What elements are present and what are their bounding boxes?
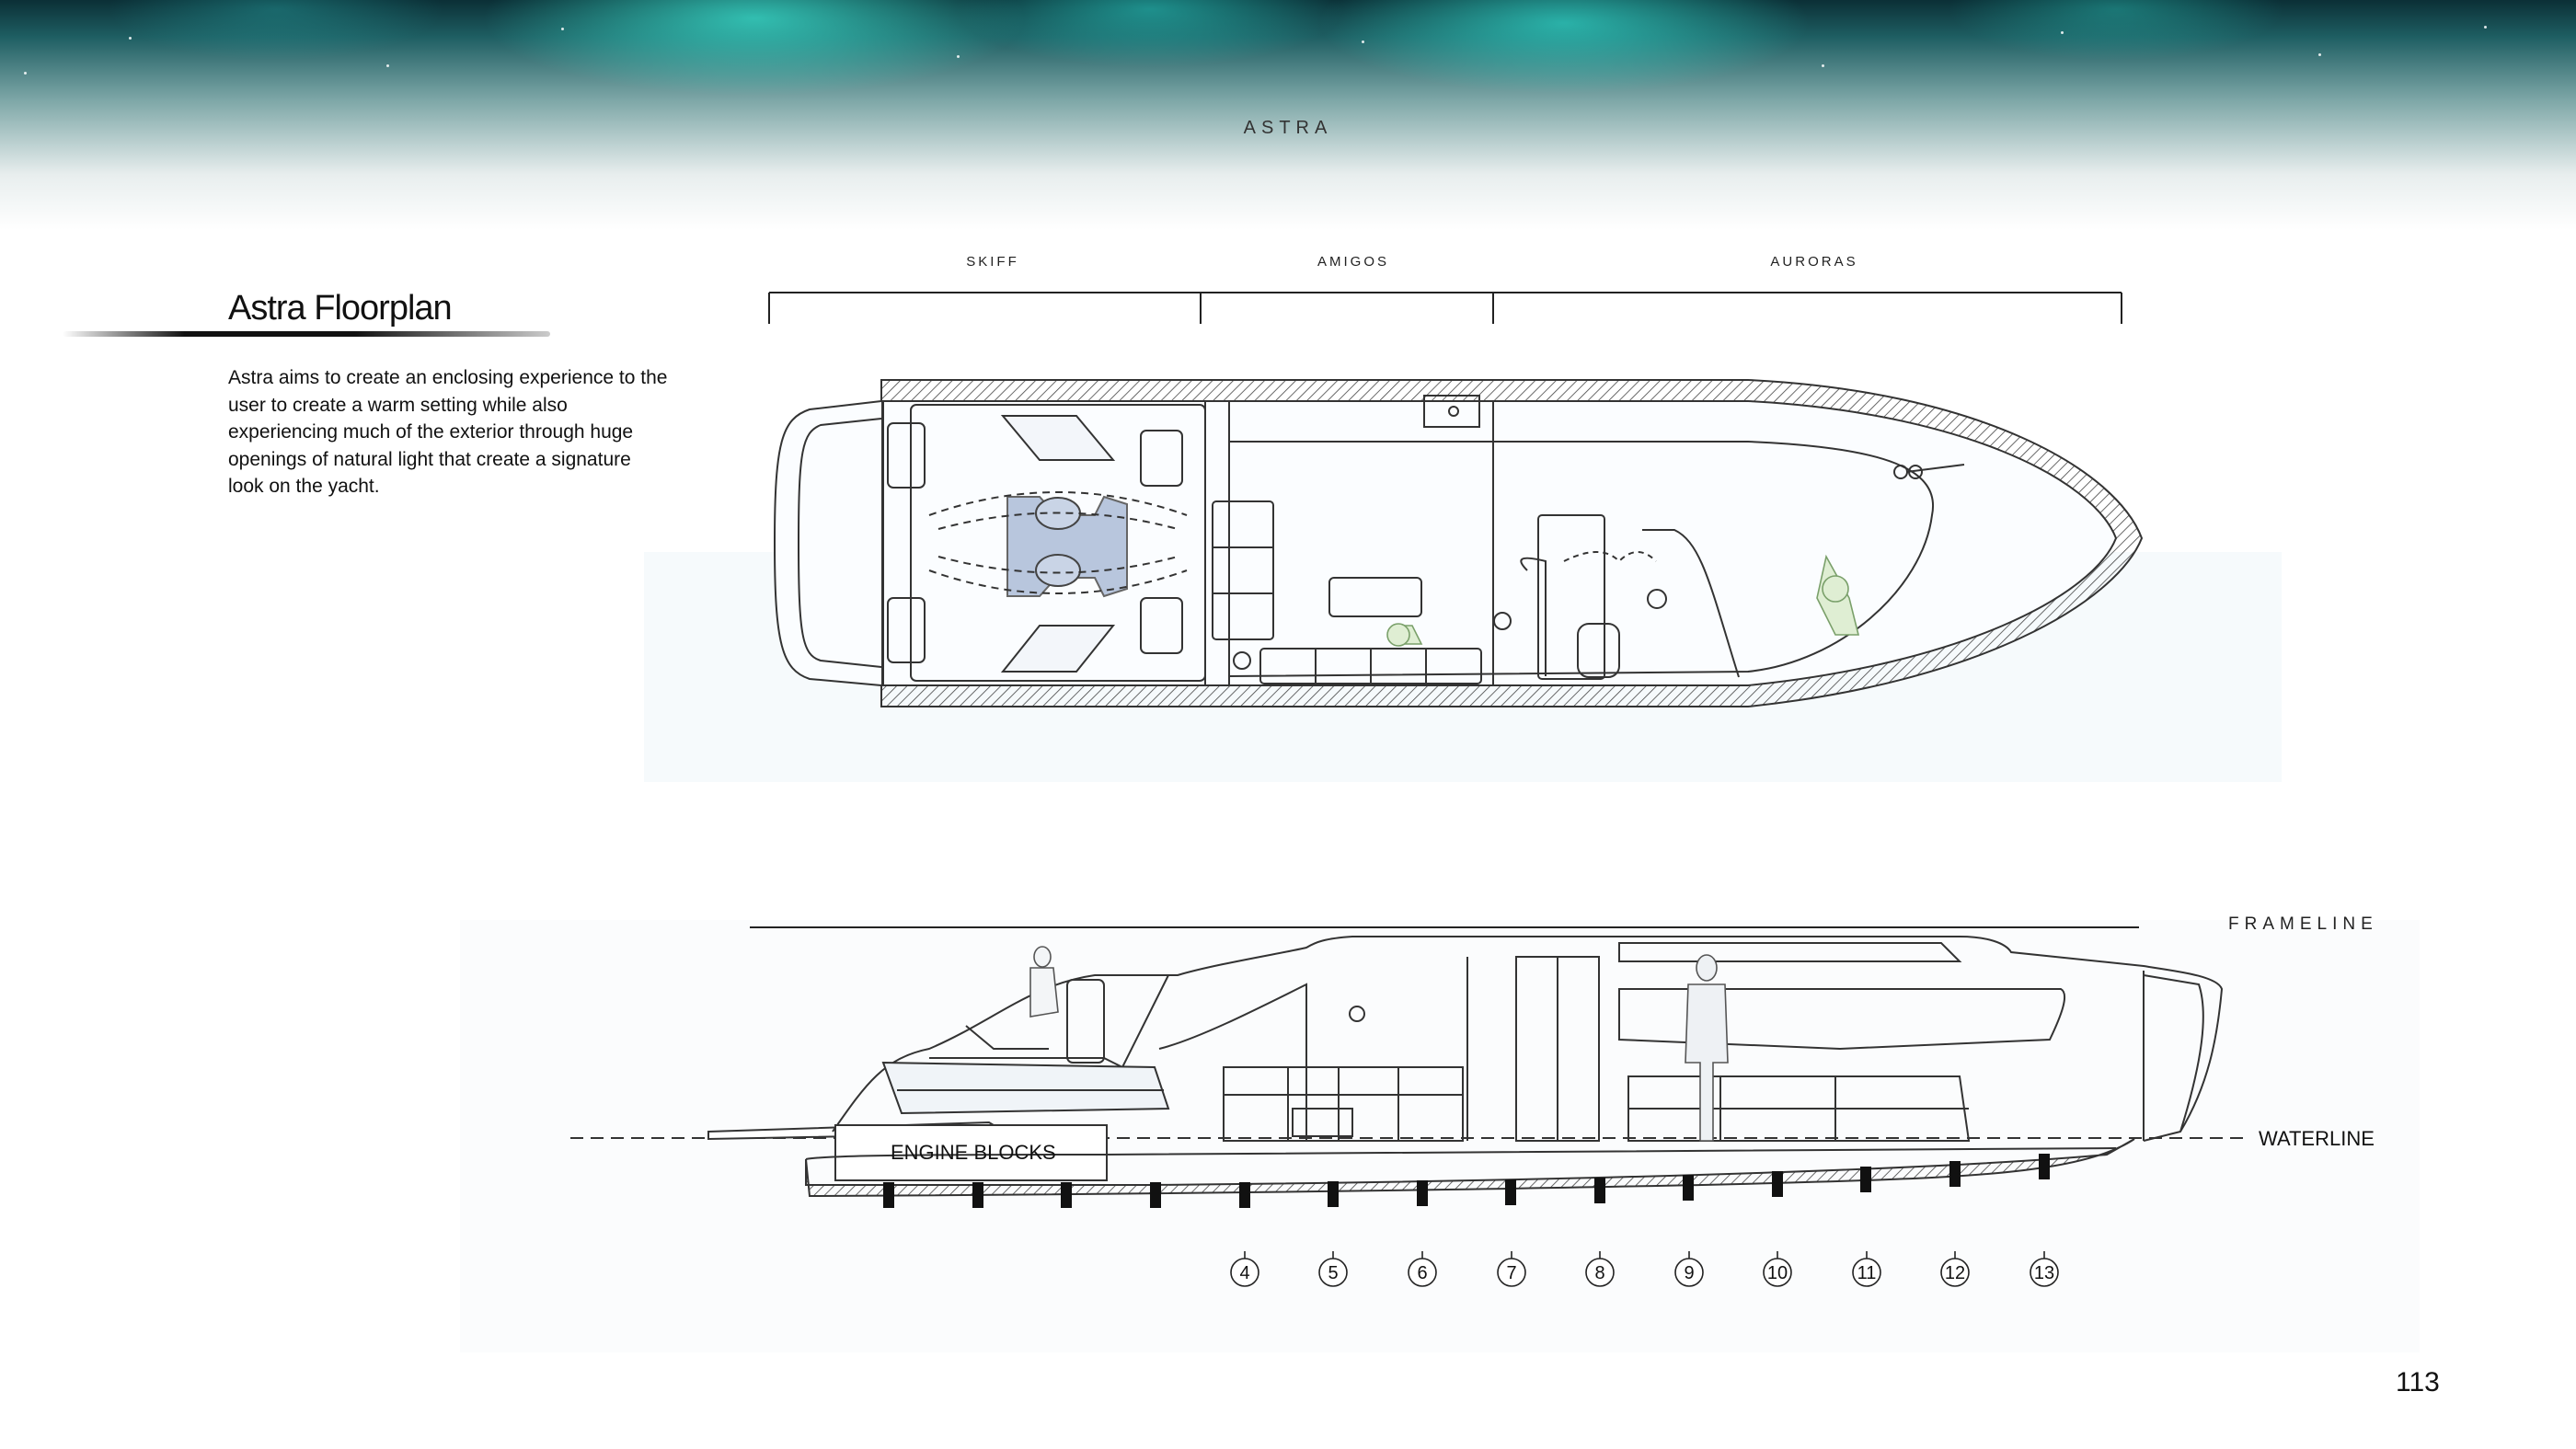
frame-marker-6: 6 <box>1408 1251 1437 1287</box>
section-label-skiff: SKIFF <box>966 254 1019 270</box>
section-label-auroras: AURORAS <box>1770 254 1858 270</box>
frame-marker-12: 12 <box>1940 1251 1970 1287</box>
frame-marker-4: 4 <box>1230 1251 1259 1287</box>
frame-number-9: 9 <box>1684 1263 1694 1283</box>
title-underline <box>63 331 550 337</box>
frame-marker-8: 8 <box>1585 1251 1615 1287</box>
frame-number-6: 6 <box>1417 1263 1427 1283</box>
section-label-amigos: AMIGOS <box>1317 254 1389 270</box>
frameline-label: FRAMELINE <box>2228 914 2378 934</box>
page-number: 113 <box>2396 1367 2440 1397</box>
page-title: Astra Floorplan <box>228 289 453 328</box>
waterline-label: WATERLINE <box>2259 1127 2375 1150</box>
frame-marker-7: 7 <box>1497 1251 1526 1287</box>
frame-number-markers: 4 5 6 7 8 9 10 11 12 13 <box>1230 1251 2059 1287</box>
frame-number-5: 5 <box>1328 1263 1338 1283</box>
frame-number-12: 12 <box>1945 1263 1965 1283</box>
engine-blocks-label: ENGINE BLOCKS <box>891 1141 1056 1164</box>
frame-marker-13: 13 <box>2030 1251 2059 1287</box>
stern-platform <box>773 400 882 686</box>
frame-number-10: 10 <box>1767 1263 1788 1283</box>
frame-number-7: 7 <box>1506 1263 1516 1283</box>
hull-inner <box>882 400 2118 686</box>
frame-marker-9: 9 <box>1674 1251 1704 1287</box>
section-bracket <box>768 292 2122 324</box>
frame-marker-10: 10 <box>1763 1251 1792 1287</box>
keel <box>805 1138 2135 1198</box>
frame-number-8: 8 <box>1594 1263 1604 1283</box>
frame-number-4: 4 <box>1239 1263 1249 1283</box>
frame-number-13: 13 <box>2034 1263 2054 1283</box>
top-plan-view <box>773 379 2144 707</box>
superstructure <box>832 936 2224 1142</box>
aurora-sky-banner <box>0 0 2576 230</box>
side-profile-view <box>707 936 2224 1198</box>
engine-blocks-box <box>834 1124 1108 1181</box>
frame-marker-5: 5 <box>1318 1251 1348 1287</box>
frame-number-11: 11 <box>1857 1263 1877 1283</box>
description-text: Astra aims to create an enclosing experi… <box>228 367 668 497</box>
frame-posts <box>883 1154 2050 1208</box>
brand-header: ASTRA <box>1243 118 1333 138</box>
frame-marker-11: 11 <box>1852 1251 1881 1287</box>
